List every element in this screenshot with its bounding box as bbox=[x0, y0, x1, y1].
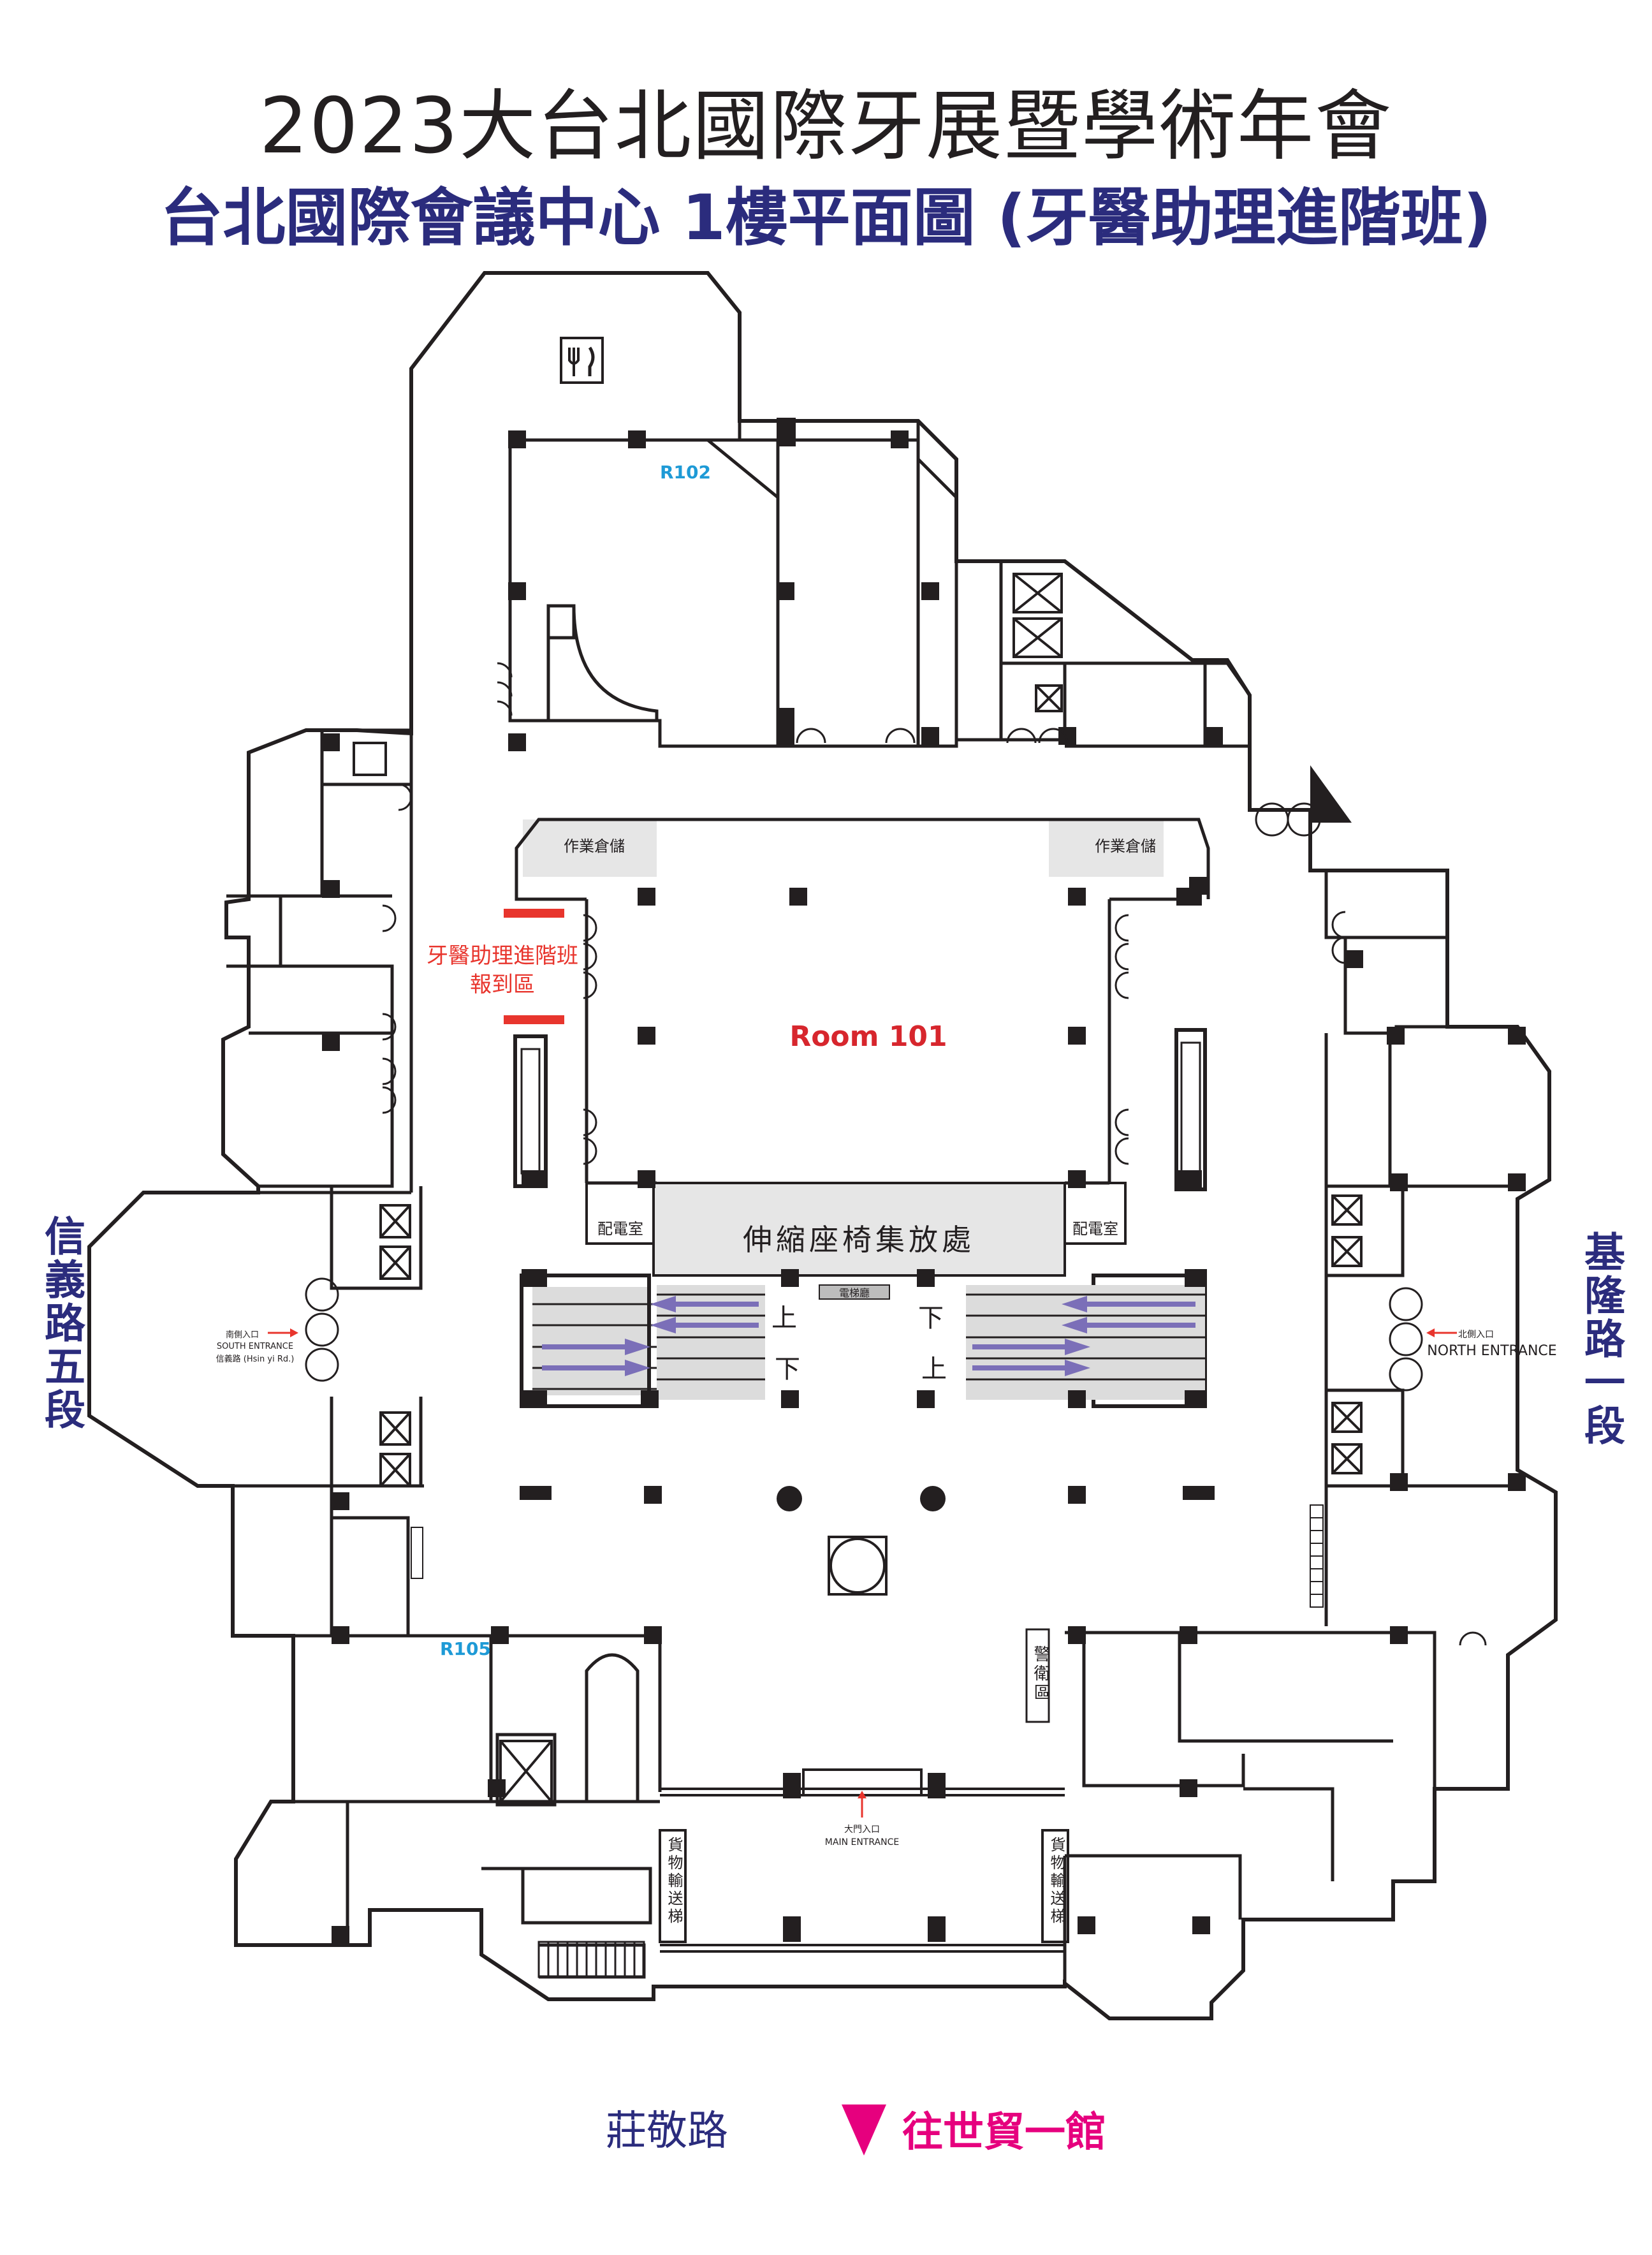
room-101-walls bbox=[585, 899, 1111, 1185]
restaurant-icon bbox=[560, 337, 604, 384]
north-rooms bbox=[508, 421, 1252, 748]
elevator-hall-marker bbox=[819, 1284, 890, 1300]
building-outline bbox=[87, 271, 1558, 2020]
north-entrance-zh: 北側入口 bbox=[1458, 1330, 1494, 1340]
west-rooms bbox=[143, 369, 424, 1638]
wall-panel-inner bbox=[520, 1048, 541, 1175]
escalator-right bbox=[966, 1274, 1207, 1408]
checkin-label-line2: 報到區 bbox=[470, 972, 535, 997]
checkin-label-line1: 牙醫助理進階班 bbox=[427, 943, 578, 969]
checkin-marker bbox=[504, 1015, 564, 1024]
page-subtitle: 台北國際會議中心 1樓平面圖 (牙醫助理進階班) bbox=[160, 182, 1492, 254]
security-booth bbox=[1025, 1628, 1050, 1723]
entrance-doors bbox=[305, 802, 1423, 1392]
elevator-icon bbox=[1331, 1194, 1363, 1474]
escalator-up-left: 上 bbox=[771, 1304, 797, 1333]
room-label-r102: R102 bbox=[660, 462, 711, 483]
stairs bbox=[537, 1941, 645, 1978]
ramp-marker bbox=[1310, 765, 1352, 823]
page-title: 2023大台北國際牙展暨學術年會 bbox=[259, 82, 1393, 171]
freight-label-left: 貨物輸送梯 bbox=[665, 1837, 683, 1926]
east-rooms bbox=[1324, 870, 1517, 1626]
storage-area-right bbox=[1049, 819, 1164, 877]
main-entrance-en: MAIN ENTRANCE bbox=[825, 1837, 899, 1847]
escalator-left bbox=[520, 1274, 765, 1408]
north-entrance-en: NORTH ENTRANCE bbox=[1427, 1343, 1556, 1359]
street-west: 信義路五段 bbox=[38, 1215, 85, 1432]
entrance-arrow-icon bbox=[268, 1328, 1457, 1818]
storage-label-right: 作業倉儲 bbox=[1095, 837, 1156, 855]
escalator-arrow-icon bbox=[542, 1296, 1195, 1376]
central-feature bbox=[830, 1538, 886, 1594]
columns bbox=[322, 418, 1526, 1944]
seat-storage-label: 伸縮座椅集放處 bbox=[743, 1223, 975, 1257]
escalator-down-right: 下 bbox=[918, 1304, 944, 1333]
elevator-icon bbox=[379, 1204, 411, 1487]
room-label-101: Room 101 bbox=[789, 1020, 947, 1053]
direction-triangle-icon bbox=[842, 2104, 886, 2156]
street-south: 莊敬路 bbox=[606, 2108, 728, 2155]
column-round bbox=[920, 1486, 946, 1511]
direction-to-wtc: 往世貿一館 bbox=[902, 2109, 1106, 2156]
room-label-r105: R105 bbox=[440, 1638, 491, 1659]
elevator-icon bbox=[499, 1740, 553, 1803]
checkin-marker bbox=[504, 909, 564, 918]
wall-panel bbox=[1174, 1028, 1207, 1191]
elevator-icon bbox=[353, 573, 1063, 776]
south-rooms bbox=[293, 1631, 1436, 1983]
security-label: 警衛區 bbox=[1031, 1645, 1050, 1703]
doors bbox=[382, 662, 1487, 1646]
south-entrance-en: SOUTH ENTRANCE bbox=[217, 1342, 293, 1351]
storage-area-left bbox=[523, 819, 657, 877]
wall-panel bbox=[513, 1034, 548, 1188]
elevator-icon bbox=[499, 1740, 553, 1803]
electrical-room-right bbox=[1064, 1182, 1127, 1245]
freight-label-right: 貨物輸送梯 bbox=[1048, 1837, 1065, 1926]
storage-label-left: 作業倉儲 bbox=[564, 837, 625, 855]
south-entrance-road: 信義路 (Hsin yi Rd.) bbox=[216, 1354, 295, 1364]
electrical-label-left: 配電室 bbox=[597, 1220, 643, 1238]
wall-panel-inner bbox=[1180, 1041, 1201, 1178]
escalator-up-right: 上 bbox=[921, 1355, 947, 1384]
electrical-label-right: 配電室 bbox=[1072, 1220, 1118, 1238]
escalator-down-left: 下 bbox=[775, 1355, 800, 1384]
electrical-room-left bbox=[585, 1182, 655, 1245]
elevator-hall-label: 電梯廳 bbox=[839, 1287, 870, 1299]
grilles bbox=[411, 1504, 1324, 1608]
column-round bbox=[777, 1486, 802, 1511]
central-feature bbox=[828, 1536, 888, 1596]
main-entrance-zh: 大門入口 bbox=[844, 1825, 880, 1835]
south-entrance-zh: 南側入口 bbox=[226, 1330, 259, 1340]
street-east: 基隆路一段 bbox=[1577, 1231, 1625, 1448]
